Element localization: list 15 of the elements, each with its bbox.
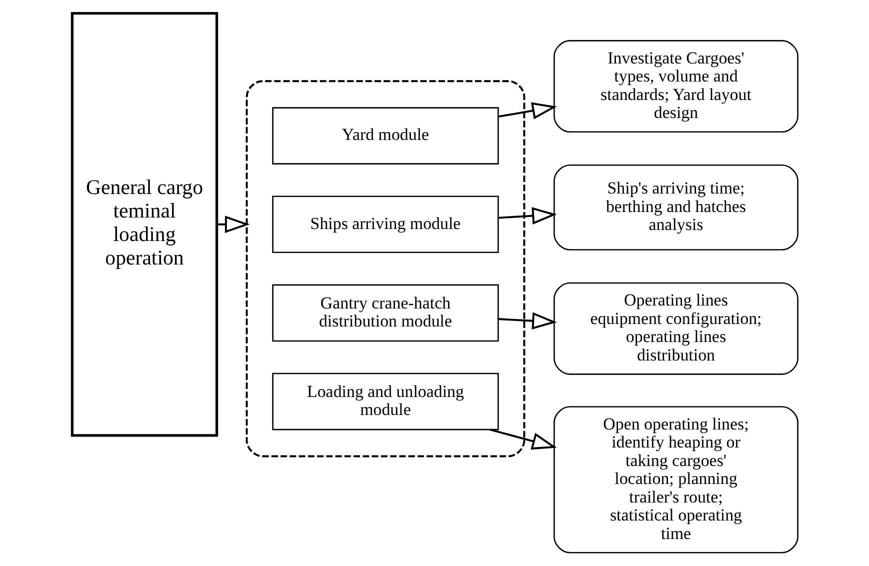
arrow xyxy=(498,207,556,224)
node-box: Open operating lines; identify heaping or taking cargoes' location; planning trailer's route; statistical operating time xyxy=(553,406,798,554)
arrow xyxy=(498,312,556,330)
node-box: General cargo teminal loading operation xyxy=(70,12,218,437)
cluster xyxy=(245,80,525,458)
arrow xyxy=(490,428,556,450)
node-box: Gantry crane-hatch distribution module xyxy=(272,284,498,342)
node-box: Operating lines equipment configuration; operating lines distribution xyxy=(553,282,798,375)
arrow xyxy=(498,102,556,120)
arrow xyxy=(216,216,250,234)
node-box: Yard module xyxy=(272,107,498,164)
node-box: Loading and unloading module xyxy=(272,372,498,430)
node-box: Ship's arriving time; berthing and hatches analysis xyxy=(553,164,798,250)
node-box: Ships arriving module xyxy=(272,196,498,254)
node-box: Investigate Cargoes' types, volume and standards; Yard layout design xyxy=(553,40,798,133)
